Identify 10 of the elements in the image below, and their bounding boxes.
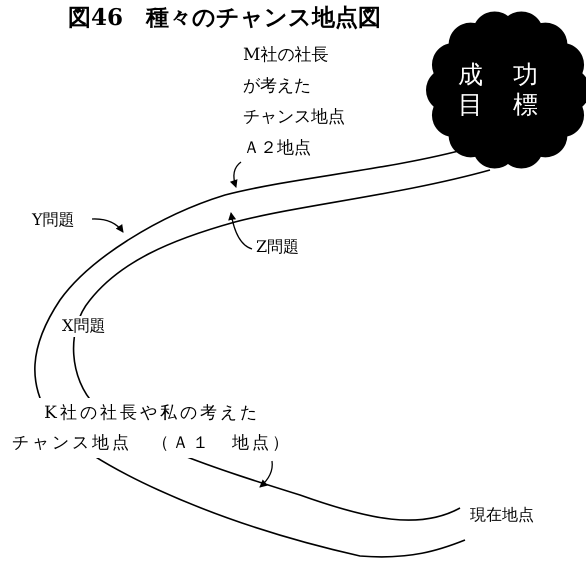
goal-label: 成功目標: [458, 60, 568, 120]
leader-arrow: [230, 162, 242, 188]
problem-label: Y問題: [32, 210, 75, 231]
location-label: 現在地点: [470, 505, 534, 526]
leader-arrow: [259, 460, 273, 488]
title: 図46 種々のチャンス地点図: [68, 3, 382, 33]
callout-label: M社の社長が考えたチャンス地点Ａ２地点: [243, 40, 345, 164]
leader-arrow: [92, 218, 124, 233]
leader-arrow: [228, 212, 252, 250]
problem-label: Z問題: [256, 237, 300, 258]
